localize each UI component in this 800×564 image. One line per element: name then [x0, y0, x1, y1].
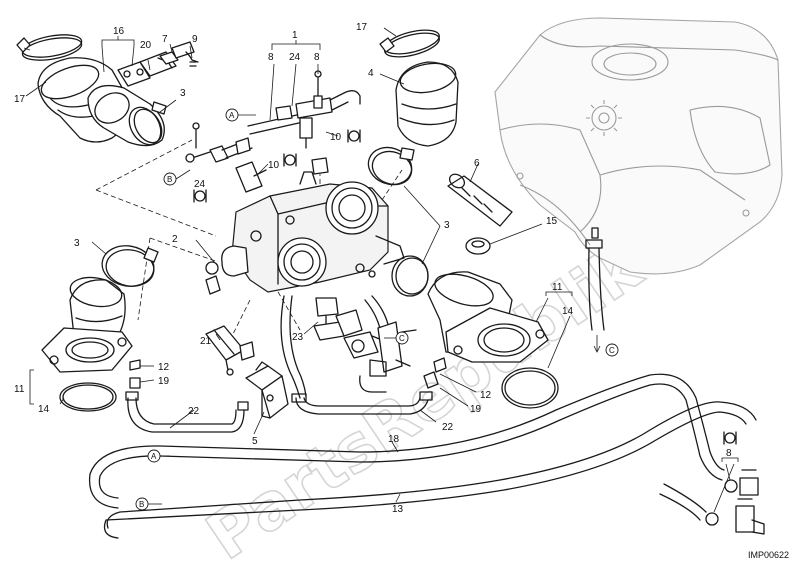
throttle-body — [205, 157, 405, 295]
callout-1: 1 — [292, 30, 298, 41]
callout-14-right: 14 — [562, 306, 574, 317]
hose-22-right — [291, 391, 433, 415]
torque-symbols — [193, 129, 737, 445]
callout-15: 15 — [546, 216, 558, 227]
manifold-pipe — [359, 321, 417, 393]
reference-code: IMP00622 — [748, 550, 789, 560]
callout-18: 18 — [388, 434, 400, 445]
intake-group-right — [367, 29, 559, 409]
callout-22-right: 22 — [442, 422, 454, 433]
callout-19-left: 19 — [158, 376, 170, 387]
gear-logo-icon — [586, 100, 622, 136]
callout-21: 21 — [200, 336, 212, 347]
callout-17-left: 17 — [14, 94, 26, 105]
callout-3-top: 3 — [180, 88, 186, 99]
tee-fittings-top — [185, 70, 361, 193]
leader-lines — [23, 27, 739, 513]
connector-markers: A B C C A B — [135, 108, 619, 511]
callout-8-top-left: 8 — [268, 52, 274, 63]
callout-12-right: 12 — [480, 390, 492, 401]
callout-8-bottom: 8 — [726, 448, 732, 459]
bracket-5 — [245, 361, 289, 419]
connector-c-middle: C — [399, 334, 405, 343]
callout-16: 16 — [113, 26, 125, 37]
callout-24-left: 24 — [194, 179, 206, 190]
callout-20: 20 — [140, 40, 152, 51]
hose-13 — [103, 401, 757, 539]
callout-7: 7 — [162, 34, 168, 45]
idle-valve-23 — [313, 297, 383, 359]
part-callouts: 16 20 7 9 17 3 1 8 24 8 17 4 10 10 24 2 … — [14, 22, 732, 515]
connector-b-top: B — [167, 175, 172, 184]
callout-4: 4 — [368, 68, 374, 79]
callout-19-right: 19 — [470, 404, 482, 415]
hose-clamps-8 — [705, 469, 765, 535]
map-sensor-21 — [205, 325, 255, 376]
connector-b-bottom: B — [139, 500, 144, 509]
callout-11-left: 11 — [14, 384, 25, 395]
callout-13: 13 — [392, 504, 404, 515]
fuel-tank — [494, 17, 783, 353]
callout-3-right: 3 — [444, 220, 450, 231]
intake-group-upper-left — [16, 34, 199, 147]
hose-18 — [88, 373, 725, 509]
connector-c-tank: C — [609, 346, 615, 355]
callout-9: 9 — [192, 34, 198, 45]
callout-14-left: 14 — [38, 404, 50, 415]
callout-8-top-right: 8 — [314, 52, 320, 63]
callout-6: 6 — [474, 158, 480, 169]
connector-a-bottom: A — [151, 452, 157, 461]
callout-3-left: 3 — [74, 238, 80, 249]
callout-10-top: 10 — [330, 132, 342, 143]
callout-10-left: 10 — [268, 160, 280, 171]
callout-11-right: 11 — [552, 282, 563, 293]
intake-group-lower-left — [41, 245, 447, 412]
callout-24-top: 24 — [289, 52, 301, 63]
callout-17-right: 17 — [356, 22, 368, 33]
callout-5: 5 — [252, 436, 258, 447]
callout-22-left: 22 — [188, 406, 200, 417]
hose-22-left — [125, 391, 249, 433]
callout-2: 2 — [172, 234, 178, 245]
callout-23: 23 — [292, 332, 304, 343]
connector-a-top: A — [229, 111, 235, 120]
callout-12-left: 12 — [158, 362, 170, 373]
